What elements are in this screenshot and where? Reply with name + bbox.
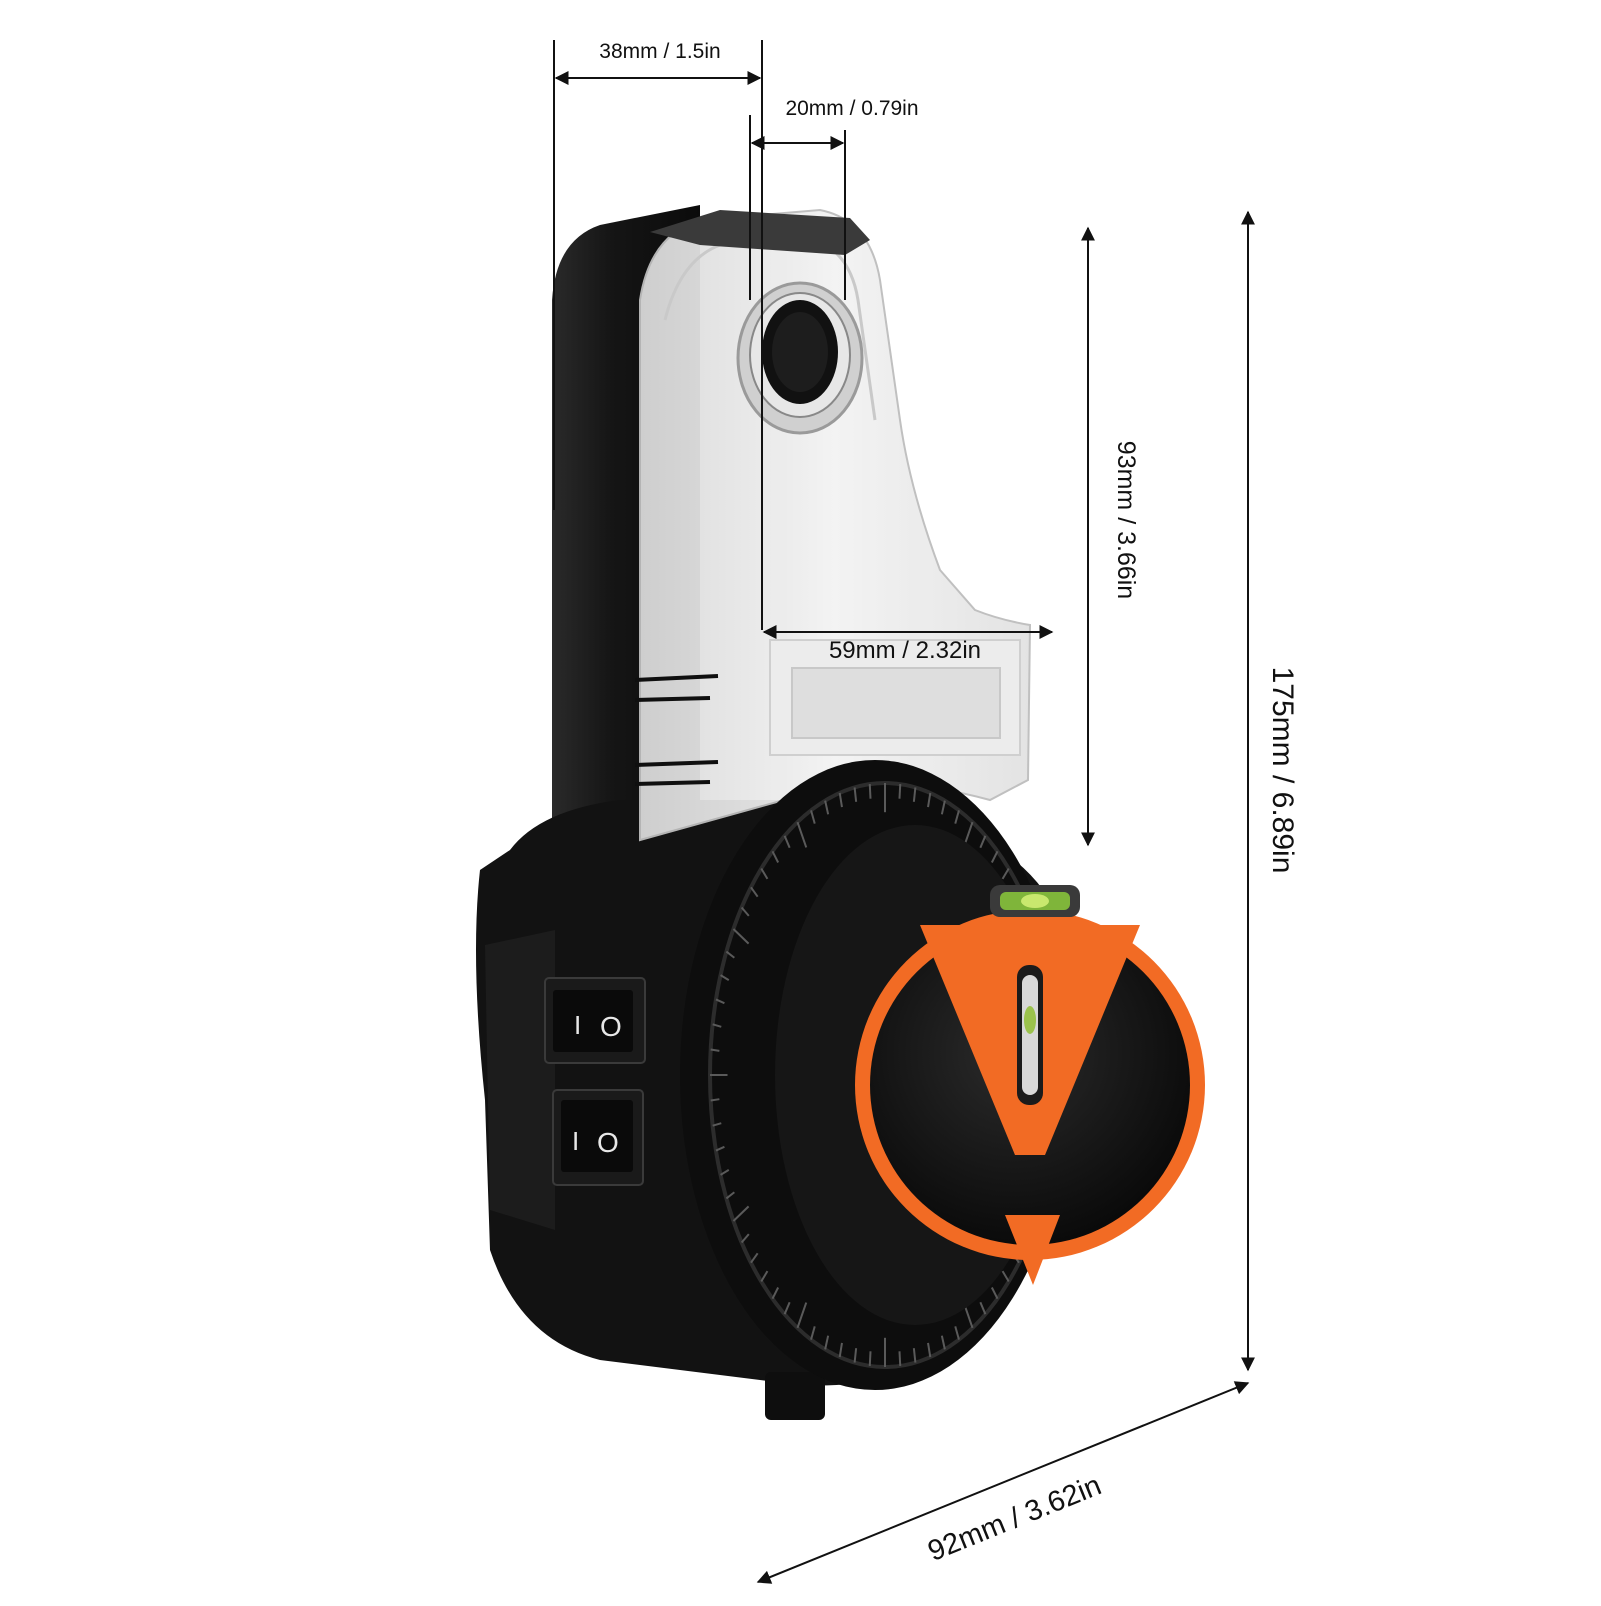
dial-tick [750,1252,759,1264]
opening-width-label: 20mm / 0.79in [785,97,918,120]
dial-tick [990,1287,999,1300]
dial-tick [927,792,932,808]
dial-tick [979,1301,987,1315]
dial-tick [824,1335,830,1350]
dial-tick [912,787,917,802]
dial-tick [725,950,735,959]
upper-power-switch[interactable]: I O [544,977,646,1064]
lower-switch-on-label: O [597,1127,619,1158]
cover-height-label: 93mm / 3.66in [1112,441,1140,599]
dial-tick [810,810,816,824]
dial-tick [796,821,808,848]
dial-tick [1001,868,1010,880]
dial-tick [712,1122,722,1127]
dial-tick [940,1335,946,1350]
dial-tick [824,800,830,815]
dial-tick [715,1145,725,1152]
dial-tick [710,1098,720,1102]
dial-tick [710,1048,720,1052]
dial-tick [979,835,987,849]
drill-opening [736,281,864,435]
dial-tick [912,1348,917,1363]
dial-tick [954,1326,960,1340]
dial-tick [750,886,759,898]
depth-arrow [756,1381,1250,1584]
dial-tick [796,1302,808,1329]
lower-power-switch[interactable]: I O [552,1089,644,1186]
dial-tick [838,1342,843,1358]
dial-tick [740,906,750,917]
dial-tick [732,928,750,945]
dial-tick [898,1351,902,1366]
upper-switch-off-label: I [574,1010,581,1040]
cover-width-label: 59mm / 2.32in [829,637,981,664]
dial-tick [853,1348,858,1363]
cover-slots [634,674,719,786]
dial-tick [715,998,725,1005]
dimension-annotations [553,40,1255,1584]
dial-tick [740,1233,750,1244]
dial-tick [732,1205,750,1222]
depth-label: 92mm / 3.62in [923,1469,1105,1568]
dial-tick [898,784,902,799]
dial-tick [720,1169,730,1176]
laser-level-cap [855,885,1205,1285]
top-width-label: 38mm / 1.5in [599,40,720,63]
dial-tick [868,784,872,799]
total-height-label: 175mm / 6.89in [1266,667,1299,874]
lower-switch-off-label: I [572,1126,579,1156]
dial-tick [771,1287,780,1300]
dial-tick [783,835,791,849]
dial-tick [760,1270,769,1282]
dial-tick [954,810,960,824]
dial-tick [771,850,780,863]
dial-tick [720,974,730,981]
switch-panel: I O I O [544,977,646,1186]
dial-tick [853,787,858,802]
upper-switch-on-label: O [600,1011,622,1042]
dial-tick [990,850,999,863]
dial-tick [712,1023,722,1028]
dial-tick [940,800,946,815]
dial-tick [810,1326,816,1340]
dial-tick [838,792,843,808]
dial-tick [927,1342,932,1358]
dial-tick [868,1351,872,1366]
dial-tick [725,1191,735,1200]
dial-tick [783,1301,791,1315]
dial-tick [1001,1270,1010,1282]
dial-tick [760,868,769,880]
